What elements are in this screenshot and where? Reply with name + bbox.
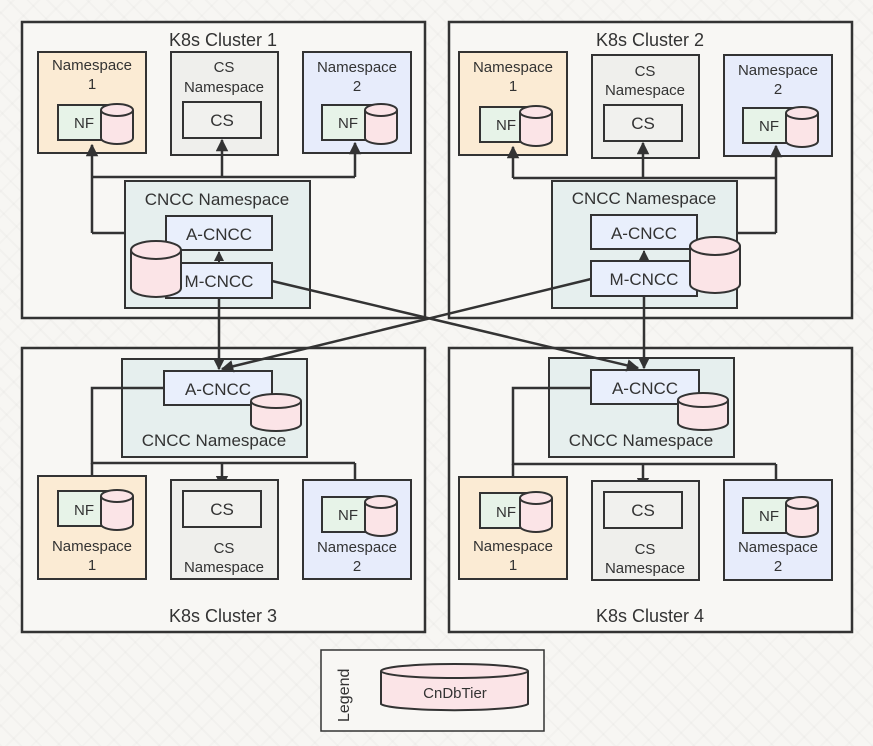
- cncc-namespace: A-CNCC CNCC Namespace: [548, 357, 735, 458]
- cncc-namespace: A-CNCC CNCC Namespace: [121, 358, 308, 458]
- cs-label: CS: [210, 111, 234, 130]
- cndbtier-cylinder: [364, 495, 398, 537]
- m-cncc-label: M-CNCC: [610, 270, 679, 289]
- cs-label: CS: [210, 500, 234, 519]
- cs-namespace-label-line1: CS: [635, 63, 656, 80]
- namespace-2-label: Namespace: [317, 59, 397, 76]
- link-mcncc1-to-acncc4: [271, 279, 640, 372]
- legend-db-label: CnDbTier: [423, 685, 487, 702]
- cluster-1: K8s Cluster 1 Namespace 1 NF CS Namespac…: [20, 20, 427, 320]
- cs-namespace: CS CS Namespace: [591, 480, 700, 581]
- cndbtier-cylinder: [785, 106, 819, 148]
- namespace-2: Namespace 2 NF: [302, 51, 412, 154]
- cs-label: CS: [631, 114, 655, 133]
- cndbtier-cylinder: [519, 491, 553, 533]
- namespace-1-label: Namespace: [52, 538, 132, 555]
- cs-box: [603, 104, 683, 142]
- namespace-2-number: 2: [774, 81, 782, 98]
- a-cncc-label: A-CNCC: [185, 380, 251, 399]
- namespace-2-label: Namespace: [738, 62, 818, 79]
- namespace-1-label: Namespace: [52, 57, 132, 74]
- cndbtier-cylinder: [250, 393, 302, 432]
- cluster-2: K8s Cluster 2 Namespace 1 NF CS Namespac…: [447, 20, 854, 320]
- a-cncc-label: A-CNCC: [186, 225, 252, 244]
- cs-namespace-label-line2: Namespace: [184, 79, 264, 96]
- namespace-1: NF Namespace 1: [37, 475, 147, 580]
- nf-label: NF: [759, 118, 779, 135]
- cs-box: [182, 490, 262, 528]
- cs-namespace: CS CS Namespace: [170, 479, 279, 580]
- cs-namespace-label-line1: CS: [635, 541, 656, 558]
- a-cncc-box: [590, 214, 698, 250]
- cs-box: [182, 101, 262, 139]
- cndbtier-cylinder: [689, 236, 741, 294]
- cndbtier-cylinder: [130, 240, 182, 298]
- nf-label: NF: [759, 508, 779, 525]
- cs-namespace-label-line2: Namespace: [605, 82, 685, 99]
- cncc-namespace-label: CNCC Namespace: [145, 190, 290, 209]
- cndbtier-cylinder: [100, 489, 134, 531]
- cndbtier-cylinder: [364, 103, 398, 145]
- namespace-1: Namespace 1 NF: [37, 51, 147, 154]
- cndbtier-cylinder: [100, 103, 134, 145]
- legend-db-icon-top: [380, 663, 529, 679]
- a-cncc-box: [165, 215, 273, 251]
- legend: Legend CnDbTier: [320, 649, 545, 732]
- legend-title: Legend: [336, 669, 353, 722]
- cluster-4: K8s Cluster 4 A-CNCC CNCC Namespace NF N…: [447, 346, 854, 634]
- namespace-2-label: Namespace: [317, 539, 397, 556]
- namespace-1-label: Namespace: [473, 59, 553, 76]
- nf-label: NF: [74, 115, 94, 132]
- cluster-4-title: K8s Cluster 4: [596, 606, 704, 626]
- cncc-namespace-label: CNCC Namespace: [142, 431, 287, 450]
- cncc-namespace-label: CNCC Namespace: [569, 431, 714, 450]
- cluster-1-title: K8s Cluster 1: [169, 30, 277, 50]
- namespace-2-number: 2: [353, 78, 361, 95]
- namespace-1-number: 1: [509, 557, 517, 574]
- namespace-1: NF Namespace 1: [458, 476, 568, 580]
- cs-namespace-label-line1: CS: [214, 540, 235, 557]
- nf-label: NF: [338, 507, 358, 524]
- a-cncc-label: A-CNCC: [612, 379, 678, 398]
- nf-label: NF: [496, 504, 516, 521]
- cluster-2-title: K8s Cluster 2: [596, 30, 704, 50]
- cross-cluster-links: [212, 277, 651, 373]
- nf-label: NF: [338, 115, 358, 132]
- namespace-1: Namespace 1 NF: [458, 51, 568, 156]
- cs-namespace-label-line2: Namespace: [184, 559, 264, 576]
- cncc-namespace: CNCC Namespace A-CNCC M-CNCC: [551, 180, 741, 309]
- cncc-namespace-label: CNCC Namespace: [572, 189, 717, 208]
- legend-db-icon: [380, 671, 529, 712]
- cs-namespace-label-line1: CS: [214, 59, 235, 76]
- namespace-1-number: 1: [88, 557, 96, 574]
- cs-namespace: CS Namespace CS: [591, 54, 700, 159]
- a-cncc-label: A-CNCC: [611, 224, 677, 243]
- cluster-3: K8s Cluster 3 A-CNCC CNCC Namespace NF N…: [20, 346, 427, 634]
- namespace-2: NF Namespace 2: [302, 479, 412, 580]
- namespace-2-number: 2: [774, 558, 782, 575]
- namespace-2-label: Namespace: [738, 539, 818, 556]
- nf-label: NF: [74, 502, 94, 519]
- namespace-2: NF Namespace 2: [723, 479, 833, 581]
- cncc-namespace: CNCC Namespace A-CNCC M-CNCC: [124, 180, 311, 309]
- m-cncc-box: [165, 262, 273, 299]
- cndbtier-cylinder: [785, 496, 819, 538]
- cs-box: [603, 491, 683, 529]
- namespace-2: Namespace 2 NF: [723, 54, 833, 157]
- cs-label: CS: [631, 501, 655, 520]
- cndbtier-cylinder: [519, 105, 553, 147]
- cluster-3-title: K8s Cluster 3: [169, 606, 277, 626]
- namespace-1-label: Namespace: [473, 538, 553, 555]
- namespace-2-number: 2: [353, 558, 361, 575]
- cs-namespace: CS Namespace CS: [170, 51, 279, 156]
- namespace-1-number: 1: [509, 78, 517, 95]
- cndbtier-cylinder: [677, 392, 729, 431]
- namespace-1-number: 1: [88, 76, 96, 93]
- cs-namespace-label-line2: Namespace: [605, 560, 685, 577]
- link-mcncc2-to-acncc3: [220, 277, 592, 373]
- m-cncc-label: M-CNCC: [185, 272, 254, 291]
- nf-label: NF: [496, 117, 516, 134]
